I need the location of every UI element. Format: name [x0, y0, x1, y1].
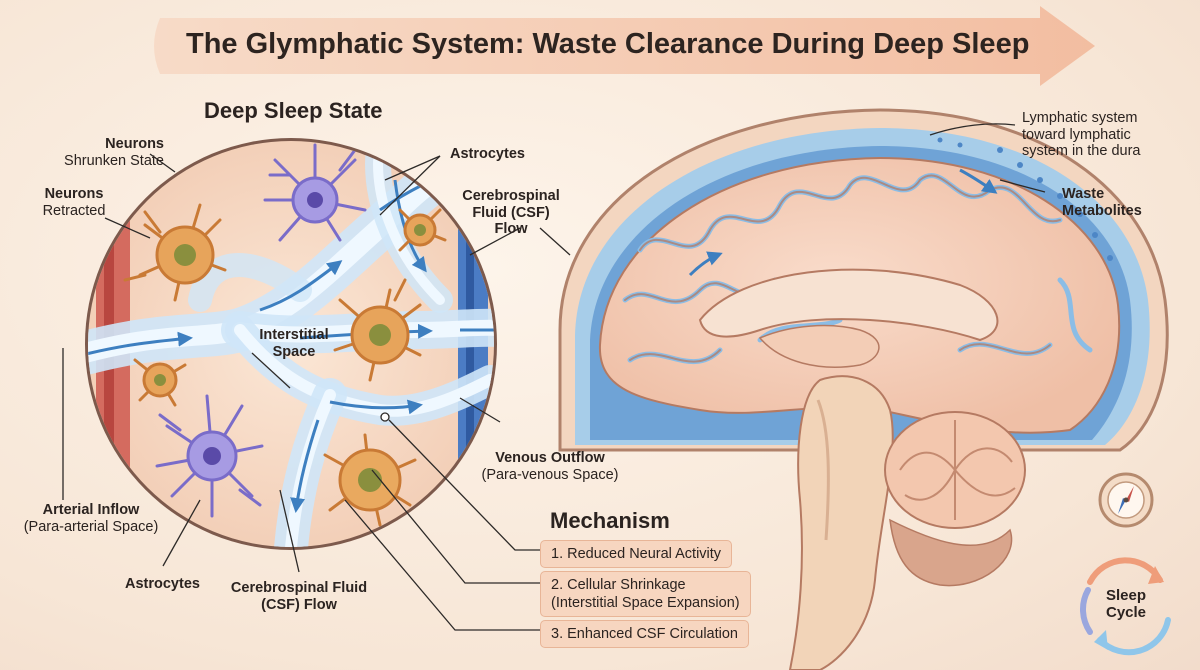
- mechanism-step-2: 2. Cellular Shrinkage (Interstitial Spac…: [540, 571, 751, 618]
- deep-sleep-heading: Deep Sleep State: [204, 98, 383, 123]
- waste-metabolites-label: Waste Metabolites: [1062, 186, 1142, 219]
- astrocytes-top-label: Astrocytes: [450, 146, 525, 162]
- lymphatic-dots: [937, 137, 1113, 261]
- venous-outflow-label: Venous Outflow (Para-venous Space): [481, 450, 619, 483]
- arterial-inflow-label: Arterial Inflow (Para-arterial Space): [23, 502, 159, 535]
- mechanism-heading: Mechanism: [550, 508, 670, 533]
- lymphatic-system-label: Lymphatic system toward lymphatic system…: [1022, 110, 1141, 160]
- brain-sagittal-section: [558, 108, 1169, 670]
- csf-flow-label-right: Cerebrospinal Fluid (CSF) Flow: [462, 188, 560, 238]
- neurons-retracted-label: Neurons Retracted: [42, 186, 106, 219]
- cycle-arrows-icon: [1079, 557, 1171, 656]
- mechanism-step-1: 1. Reduced Neural Activity: [540, 540, 733, 569]
- mechanism-step-3: 3. Enhanced CSF Circulation: [540, 620, 749, 649]
- title-arrow-banner: [154, 6, 1095, 86]
- sleep-cycle-label: Sleep Cycle: [1105, 587, 1147, 621]
- csf-flow-label-bottom: Cerebrospinal Fluid (CSF) Flow: [230, 580, 368, 613]
- astrocytes-bottom-label: Astrocytes: [125, 576, 200, 592]
- neurons-shrunken-label: Neurons Shrunken State: [64, 136, 164, 169]
- callout-lines: [62, 153, 540, 631]
- interstitial-space-label: Interstitial Space: [259, 327, 329, 360]
- compass-icon: [1098, 472, 1154, 528]
- astrocyte-cells: [155, 143, 367, 518]
- neuron-cells: [123, 203, 447, 527]
- page-title: The Glymphatic System: Waste Clearance D…: [186, 28, 1030, 60]
